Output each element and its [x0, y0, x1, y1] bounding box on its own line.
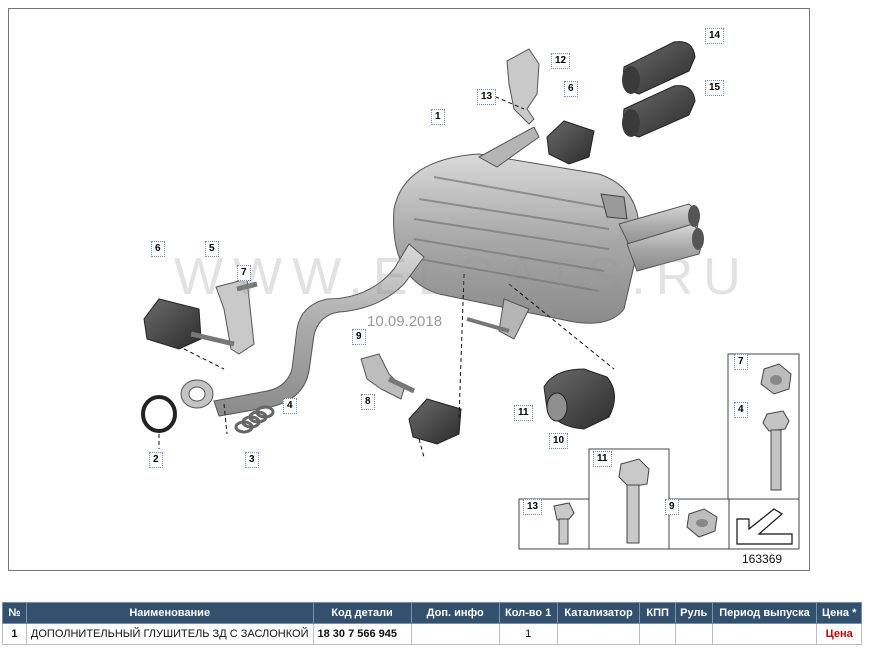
inset-callout-4[interactable]: 4: [734, 402, 748, 418]
col-header-no: №: [2, 602, 27, 624]
exhaust-diagram-drawing: [141, 41, 800, 550]
direction-arrow-icon: [736, 508, 793, 545]
col-header-qty: Кол-во 1: [498, 602, 558, 624]
callout-10[interactable]: 10: [549, 433, 569, 449]
cell-qty: 1: [498, 623, 558, 645]
col-header-catalyst: Катализатор: [556, 602, 641, 624]
col-header-code: Код детали: [312, 602, 412, 624]
inset-callout-9[interactable]: 9: [665, 499, 679, 515]
parts-diagram: WWW.ELCATS.RU 10.09.2018 163369 1 2 3 4 …: [8, 8, 810, 571]
callout-13[interactable]: 13: [477, 89, 497, 105]
cell-gearbox: [639, 623, 676, 645]
callout-1[interactable]: 1: [431, 109, 445, 125]
cell-code[interactable]: 18 30 7 566 945: [312, 623, 412, 645]
callout-4[interactable]: 4: [283, 398, 297, 414]
inset-callout-13[interactable]: 13: [523, 499, 543, 515]
callout-5[interactable]: 5: [205, 241, 219, 257]
inset-callout-11[interactable]: 11: [593, 451, 612, 467]
figure-number: 163369: [742, 552, 783, 566]
callout-6-top[interactable]: 6: [564, 81, 578, 97]
cell-no: 1: [2, 623, 27, 645]
callout-2[interactable]: 2: [149, 452, 163, 468]
col-header-gearbox: КПП: [639, 602, 676, 624]
cell-name: ДОПОЛНИТЕЛЬНЫЙ ГЛУШИТЕЛЬ ЗД С ЗАСЛОНКОЙ: [25, 623, 314, 645]
callout-15[interactable]: 15: [705, 80, 725, 96]
cell-wheel: [674, 623, 713, 645]
col-header-wheel: Руль: [674, 602, 713, 624]
watermark: WWW.ELCATS.RU: [174, 248, 751, 306]
callout-14[interactable]: 14: [705, 28, 725, 44]
table-header-row: № Наименование Код детали Доп. инфо Кол-…: [2, 602, 862, 624]
cell-period: [711, 623, 818, 645]
cell-info: [410, 623, 500, 645]
watermark-date: 10.09.2018: [367, 313, 443, 330]
spring-part: [234, 405, 275, 434]
callout-8[interactable]: 8: [361, 394, 375, 410]
table-row[interactable]: 1 ДОПОЛНИТЕЛЬНЫЙ ГЛУШИТЕЛЬ ЗД С ЗАСЛОНКО…: [2, 623, 862, 645]
callout-12[interactable]: 12: [551, 53, 571, 69]
callout-7[interactable]: 7: [237, 265, 251, 281]
cell-catalyst: [556, 623, 641, 645]
col-header-info: Доп. инфо: [410, 602, 500, 624]
callout-6-left[interactable]: 6: [151, 241, 165, 257]
inset-callout-7[interactable]: 7: [734, 354, 748, 370]
callout-3[interactable]: 3: [245, 452, 259, 468]
parts-table: № Наименование Код детали Доп. инфо Кол-…: [2, 602, 862, 645]
callout-9[interactable]: 9: [352, 329, 366, 345]
callout-11[interactable]: 11: [514, 405, 533, 421]
col-header-price: Цена *: [816, 602, 862, 624]
col-header-name: Наименование: [25, 602, 314, 624]
price-link[interactable]: Цена: [825, 628, 853, 640]
col-header-period: Период выпуска: [711, 602, 818, 624]
